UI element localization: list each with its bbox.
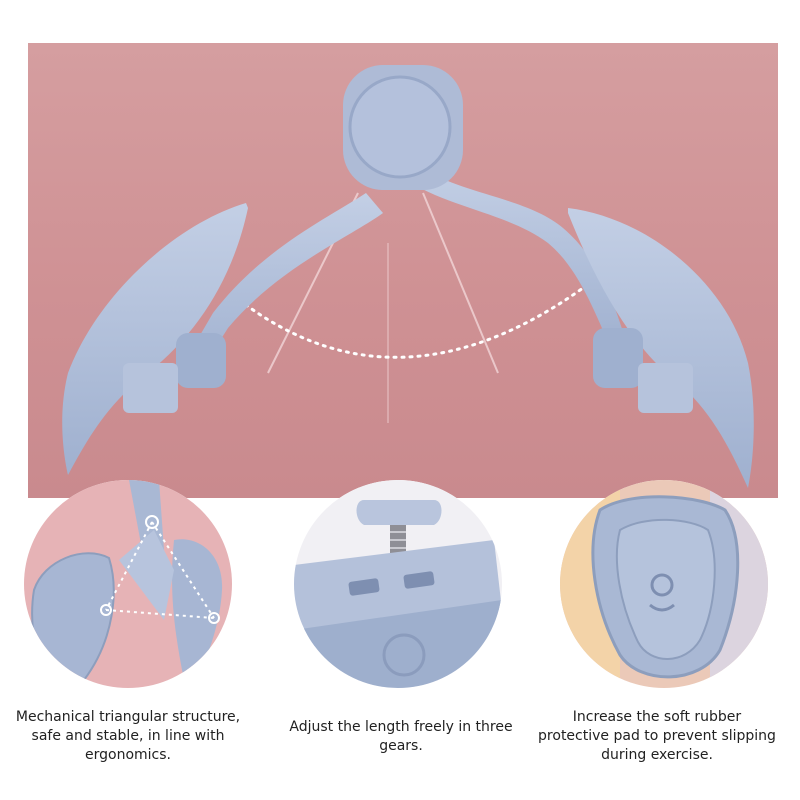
device-top-knob	[348, 75, 452, 179]
device-pad-right	[568, 208, 754, 488]
feature-image-triangular-structure	[24, 480, 232, 688]
device-pad-left	[62, 203, 248, 475]
feature-caption-triangular-structure: Mechanical triangular structure, safe an…	[15, 709, 241, 763]
device-adjuster-left	[176, 333, 226, 388]
device-adjuster-right	[593, 328, 643, 388]
feature-image-rubber-pad	[560, 480, 768, 688]
device-arm-left	[178, 193, 383, 383]
dotted-arc-decoration	[231, 286, 585, 359]
light-rays-decoration	[267, 192, 499, 423]
product-hero-image	[28, 43, 778, 498]
pelvic-trainer-illustration	[62, 65, 754, 488]
feature-caption-rubber-pad: Increase the soft rubber protective pad …	[538, 709, 776, 763]
feature-caption-length-adjuster: Adjust the length freely in three gears.	[289, 719, 513, 754]
feature-image-length-adjuster	[294, 480, 502, 688]
